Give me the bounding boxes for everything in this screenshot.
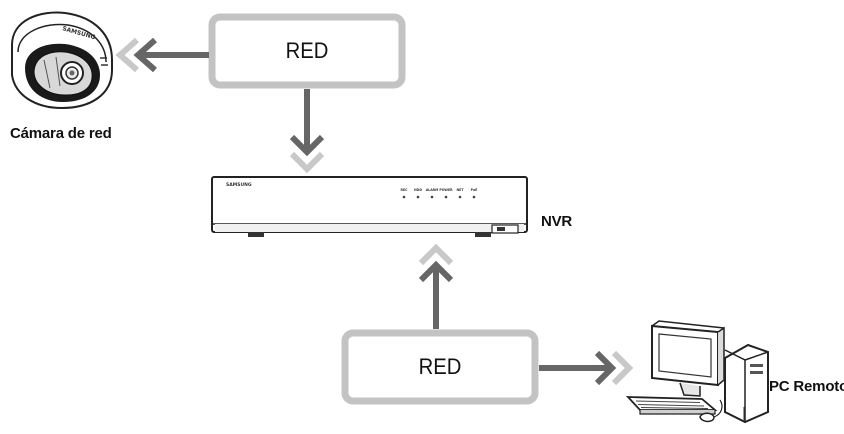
arrow-to-camera xyxy=(115,37,209,73)
network-box-bottom-label: RED xyxy=(418,354,462,379)
nvr-label: NVR xyxy=(541,213,573,230)
nvr-indicator-led xyxy=(430,195,434,199)
arrow-from-network-to-nvr xyxy=(418,243,454,329)
network-camera-icon: SAMSUNG xyxy=(11,11,113,110)
nvr-indicator-label: HDD xyxy=(414,188,422,192)
pc-label: PC Remoto xyxy=(769,378,844,395)
nvr-indicator-label: REC xyxy=(401,188,409,192)
arrow-to-nvr xyxy=(289,89,325,174)
network-box-top-label: RED xyxy=(285,38,329,63)
nvr-indicator-led xyxy=(416,195,420,199)
nvr-indicator-label: NET xyxy=(456,188,464,192)
nvr-indicator-led xyxy=(458,195,462,199)
network-box-bottom xyxy=(341,329,539,405)
nvr-indicator-label: PoE xyxy=(471,188,478,192)
nvr-indicator-label: POWER xyxy=(439,188,453,192)
nvr-indicator-led xyxy=(402,195,406,199)
camera-label: Cámara de red xyxy=(10,125,112,142)
nvr-indicator-led xyxy=(472,195,476,199)
arrow-to-pc xyxy=(539,350,634,386)
remote-pc-icon xyxy=(625,320,769,424)
nvr-brand-text: SAMSUNG xyxy=(226,182,252,188)
nvr-indicator-label: ALARM xyxy=(426,188,439,192)
network-box-top xyxy=(208,13,406,89)
nvr-indicator-led xyxy=(444,195,448,199)
